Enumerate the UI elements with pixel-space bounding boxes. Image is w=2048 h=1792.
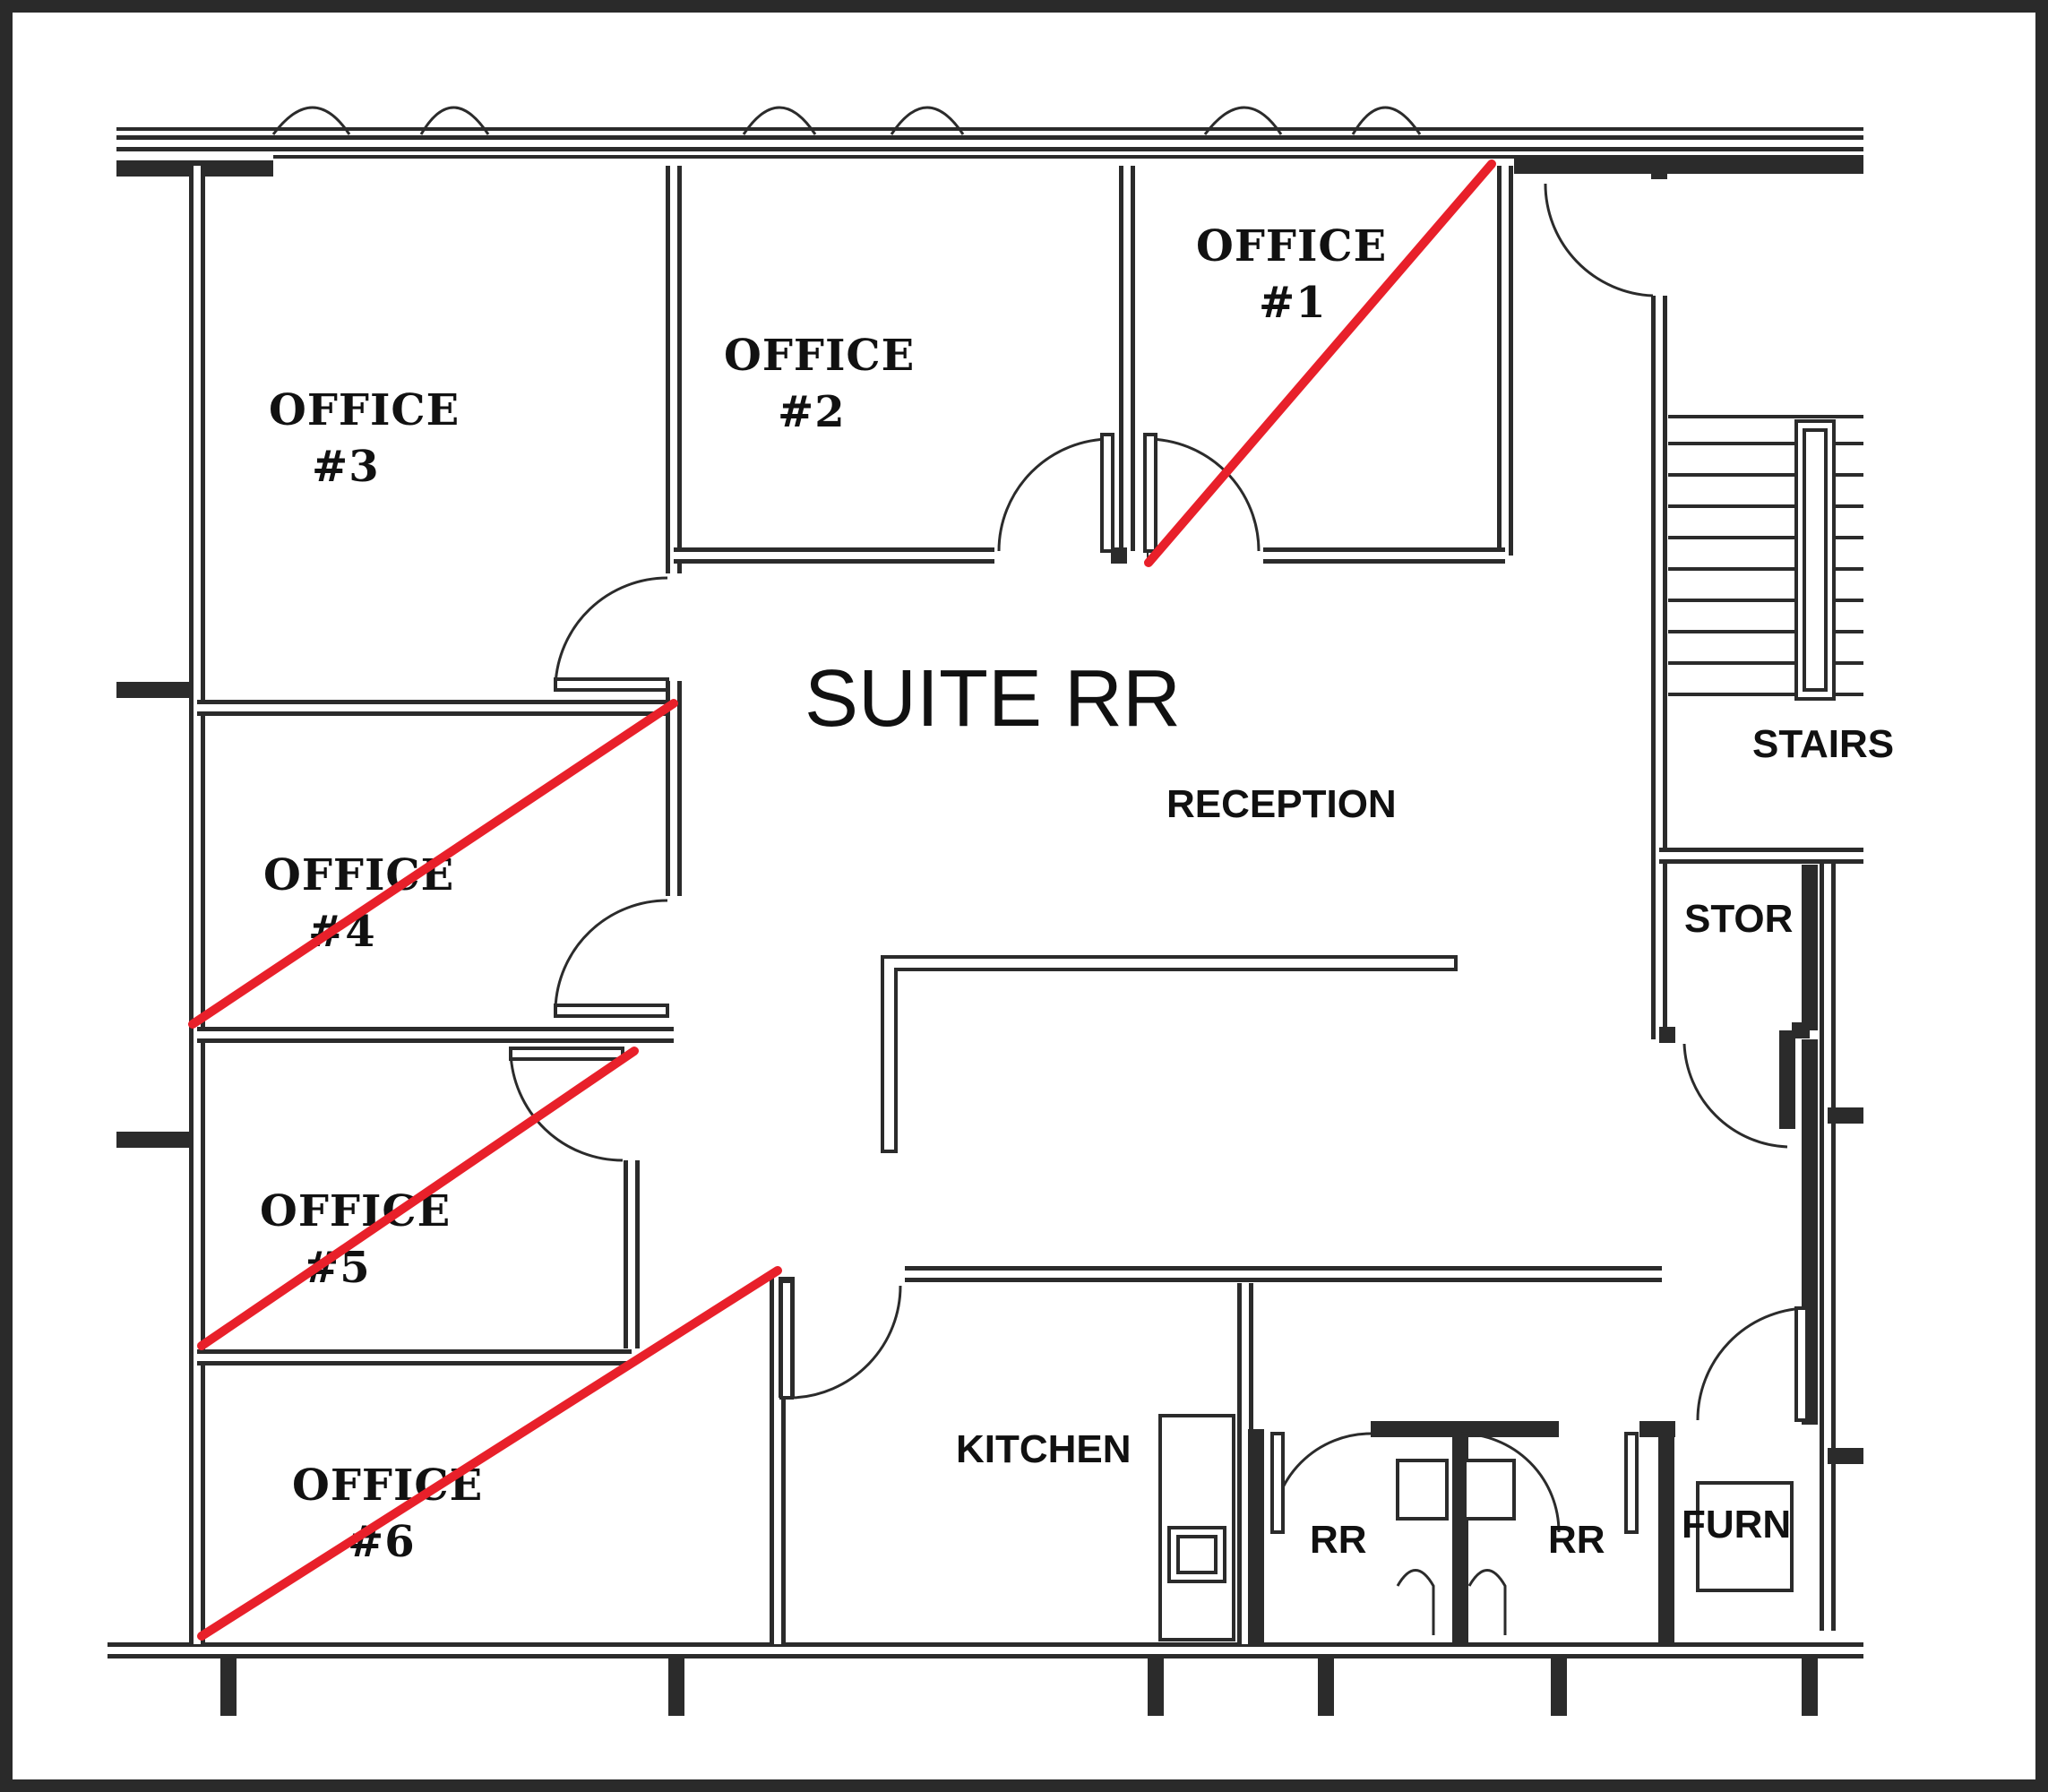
reception-label: RECEPTION bbox=[1166, 782, 1397, 826]
unavailable-marks bbox=[188, 159, 1496, 1641]
furnace-label: FURN bbox=[1682, 1503, 1791, 1546]
fixtures bbox=[1158, 1414, 1794, 1641]
doors bbox=[509, 183, 1809, 1534]
office-5-strike bbox=[197, 1047, 639, 1350]
stairs-label: STAIRS bbox=[1752, 722, 1894, 766]
office-1-number: #1 bbox=[1259, 278, 1327, 328]
restroom-right-label: RR bbox=[1548, 1518, 1605, 1562]
suite-name: SUITE RR bbox=[805, 654, 1181, 744]
office-1-label: OFFICE bbox=[1196, 221, 1387, 271]
exterior-walls bbox=[108, 127, 1863, 1716]
office-4-label: OFFICE bbox=[263, 850, 454, 900]
restroom-left-label: RR bbox=[1310, 1518, 1367, 1562]
office-1-strike bbox=[1144, 159, 1496, 567]
room-labels: OFFICE #1 OFFICE #2 OFFICE #3 OFFICE #4 … bbox=[260, 221, 1894, 1567]
staircase bbox=[1668, 415, 1863, 701]
interior-walls bbox=[197, 166, 1863, 1644]
office-3-label: OFFICE bbox=[269, 385, 460, 435]
office-4-strike bbox=[188, 699, 678, 1029]
office-2-label: OFFICE bbox=[724, 331, 915, 381]
kitchen-label: KITCHEN bbox=[956, 1427, 1132, 1471]
office-4-number: #4 bbox=[308, 907, 376, 957]
restroom-sink-right-icon bbox=[1463, 1459, 1516, 1521]
office-3-number: #3 bbox=[312, 442, 380, 492]
toilet-left-icon bbox=[1396, 1569, 1435, 1635]
office-6-label: OFFICE bbox=[292, 1460, 483, 1511]
office-2-number: #2 bbox=[778, 387, 846, 437]
toilet-right-icon bbox=[1467, 1569, 1507, 1635]
storage-label: STOR bbox=[1684, 897, 1793, 941]
restroom-sink-left-icon bbox=[1396, 1459, 1449, 1521]
furnace-unit bbox=[1696, 1481, 1794, 1592]
window-swings bbox=[271, 106, 1422, 135]
office-6-strike bbox=[197, 1266, 782, 1641]
